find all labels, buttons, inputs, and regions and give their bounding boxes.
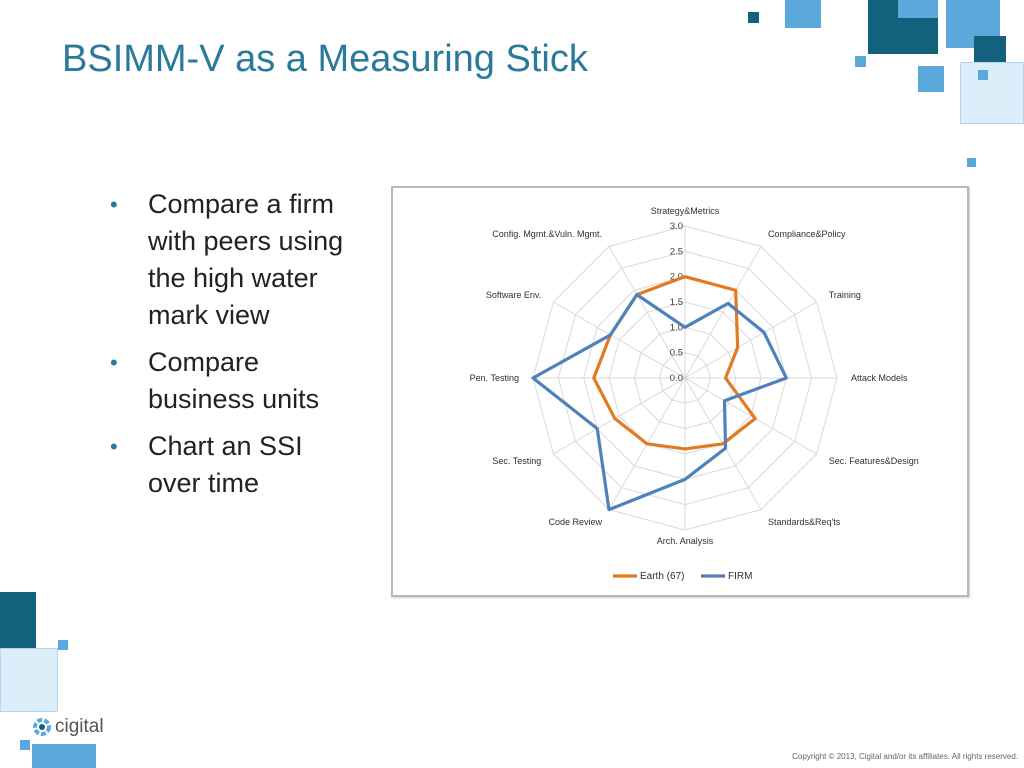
logo-icon [33,718,51,736]
radar-tick-label: 0.0 [670,373,683,384]
radar-category-label: Strategy&Metrics [651,206,720,216]
radar-category-label: Training [829,290,861,300]
bullet-item: • Compare business units [110,344,360,418]
radar-category-label: Software Env. [486,290,541,300]
radar-category-label: Sec. Testing [492,456,541,466]
radar-category-label: Config. Mgmt.&Vuln. Mgmt. [492,229,602,239]
radar-tick-label: 0.5 [670,348,683,359]
decor-square [978,70,988,80]
bullet-item: • Chart an SSI over time [110,428,360,502]
radar-tick-label: 3.0 [670,221,683,232]
bullet-icon: • [110,434,118,459]
radar-tick-label: 1.0 [670,322,683,333]
decor-square [974,36,1006,66]
radar-spoke [684,246,762,379]
radar-spoke [553,301,686,379]
radar-tick-label: 2.5 [670,246,683,257]
cigital-logo: cigital [32,716,104,738]
decor-square [967,158,976,167]
radar-category-label: Arch. Analysis [657,536,714,546]
slide-title: BSIMM-V as a Measuring Stick [62,38,588,80]
radar-spoke [553,377,686,455]
radar-category-label: Compliance&Policy [768,229,846,239]
copyright-text: Copyright © 2013, Cigital and/or its aff… [792,752,1018,761]
decor-square [785,0,821,28]
decor-square [855,56,866,67]
radar-category-label: Pen. Testing [470,373,519,383]
radar-spoke [684,377,817,455]
radar-category-label: Sec. Features&Design [829,456,919,466]
decor-square [0,648,58,712]
bullet-item: • Compare a firm with peers using the hig… [110,186,360,334]
series-firm-line [531,293,788,512]
radar-spoke [684,301,817,379]
radar-tick-label: 1.5 [670,297,683,308]
bullet-text: Compare business units [148,347,320,414]
radar-tick-label: 2.0 [670,272,683,283]
decor-square [748,12,759,23]
decor-square [20,740,30,750]
bullet-icon: • [110,192,118,217]
radar-category-label: Code Review [548,517,602,527]
decor-square [898,0,938,18]
legend-label: Earth (67) [640,571,684,582]
radar-chart: 0.0 0.5 1.0 1.5 2.0 2.5 3.0 Strategy&MetricsCom… [470,206,919,582]
decor-square [58,640,68,650]
bullet-text: Compare a firm with peers using the high… [148,189,344,330]
radar-spoke [608,246,686,379]
legend-label: FIRM [728,571,752,582]
decor-square [918,66,944,92]
decor-square [32,744,96,768]
decor-square [0,592,36,656]
logo-text: cigital [55,716,104,737]
bullet-text: Chart an SSI over time [148,431,303,498]
bullet-icon: • [110,350,118,375]
radar-category-label: Attack Models [851,373,908,383]
radar-category-label: Standards&Req'ts [768,517,841,527]
bullet-list: • Compare a firm with peers using the hig… [110,186,360,512]
decor-square [960,62,1024,124]
